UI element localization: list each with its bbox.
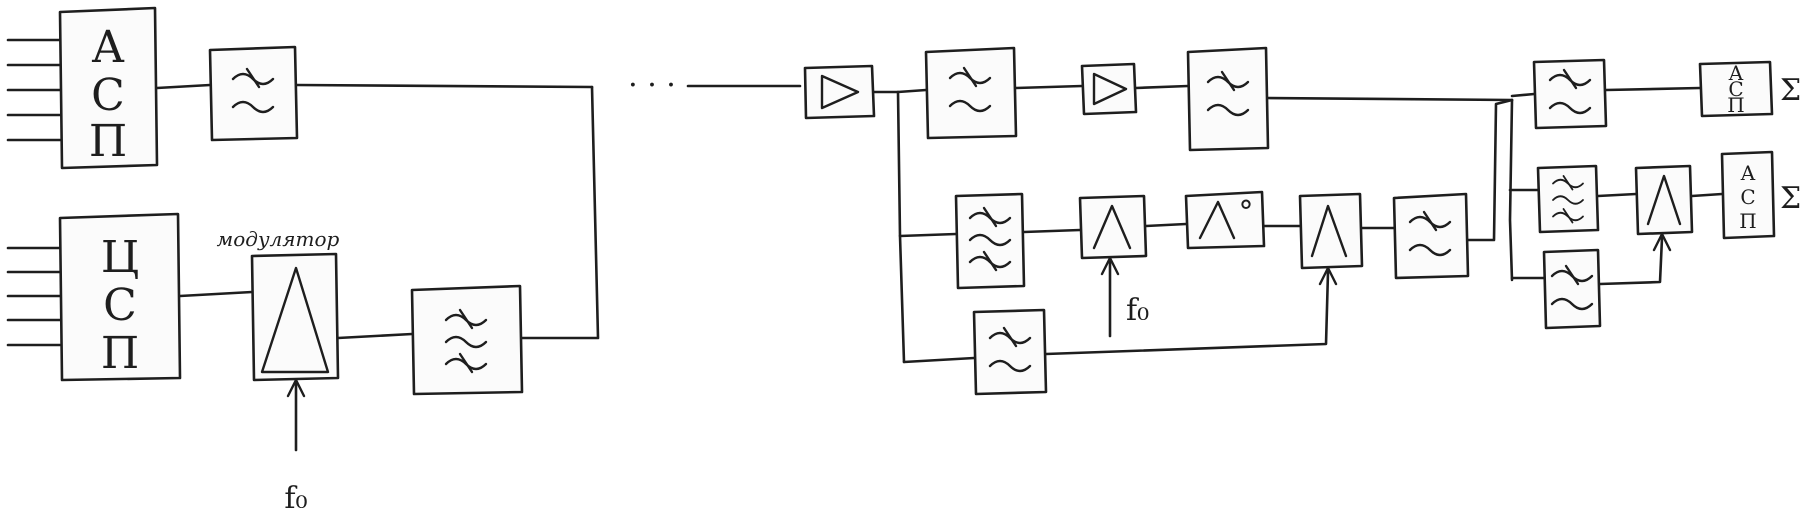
sum-1-label: Σ [1780, 73, 1801, 108]
filter-bottom-left [410, 284, 524, 396]
adc1-letter-3: П [1727, 93, 1744, 117]
wire-filter-amp2 [1014, 84, 1084, 90]
adc2-letter-3: П [1739, 209, 1756, 233]
adc2-letter-2: С [1740, 185, 1755, 209]
filter-right-mid [1536, 164, 1600, 234]
modulator-label: модулятор [217, 227, 340, 251]
ellipsis-label: · · · [628, 68, 676, 103]
arrow-f0-left [286, 378, 306, 398]
wire-merge-top [1510, 92, 1536, 98]
mult-power-label: ° [1239, 195, 1254, 230]
dac-bottom-block: Ц С П [58, 212, 182, 382]
wire-split-mid [898, 232, 958, 238]
filter-mid-top-2 [1186, 46, 1270, 152]
wire-mult1-mult2 [1144, 222, 1188, 228]
dac-top-letter-3: П [89, 116, 127, 167]
filter-right-top [1532, 58, 1608, 130]
wire-mult4-adc2 [1690, 192, 1724, 198]
adc1-letter-2: С [1728, 77, 1743, 101]
wire-main-bus [295, 83, 594, 89]
dac-bottom-inputs [6, 246, 62, 347]
filter-top-left [208, 45, 299, 142]
amplifier-input [803, 64, 876, 120]
filter-mid-branch [954, 192, 1026, 290]
dac-bottom-letter-2: С [103, 280, 137, 331]
wire-filter-adc1 [1604, 86, 1702, 92]
multiplier-4 [1634, 164, 1694, 236]
wire-top-to-merge [1266, 96, 1514, 102]
wire-mod-filter [336, 332, 414, 340]
dac-top-block: А С П [58, 6, 159, 170]
wire-filter-to-bus [520, 85, 600, 340]
adc-out-2: А С П [1720, 150, 1776, 240]
filter-mid-branch-2 [1392, 192, 1470, 280]
wire-filter-mult4 [1596, 192, 1638, 198]
arrow-to-mult3 [1318, 266, 1338, 286]
filter-right-bottom [1542, 248, 1602, 330]
wire-to-mult1 [1022, 228, 1082, 234]
wire-dac-bottom-mod [178, 290, 254, 298]
dac-bottom-letter-3: П [101, 328, 139, 379]
arrow-f0-mid [1100, 256, 1120, 276]
filter-mid-bottom [972, 308, 1048, 396]
wire-amp2-filter [1134, 84, 1190, 90]
dac-bottom-letter-1: Ц [101, 232, 139, 283]
multiplier-1 [1078, 194, 1148, 260]
wire-split-bottom [902, 356, 976, 364]
adc2-letter-1: А [1740, 161, 1755, 185]
wire-bottom-to-mult4 [1598, 236, 1664, 286]
dac-top-inputs [6, 38, 62, 142]
adc1-letter-1: А [1728, 61, 1743, 85]
modulator-triangle [260, 266, 330, 374]
wire-split-vertical [896, 90, 906, 364]
dac-top-letter-1: А [91, 22, 124, 73]
wire-merge-vertical [1508, 98, 1514, 282]
wire-split-top [896, 88, 928, 94]
wire-mid-to-merge [1466, 98, 1514, 242]
amplifier-mid [1080, 62, 1138, 116]
sum-2-label: Σ [1780, 181, 1801, 216]
wire-dac-top-filter [155, 83, 212, 90]
multiplier-3 [1298, 192, 1364, 270]
modulator-block [250, 252, 340, 382]
multiplier-2: ° [1184, 190, 1266, 250]
filter-mid-top [924, 46, 1018, 140]
adc-out-1: А С П [1698, 60, 1774, 118]
f0-left-label: f₀ [284, 481, 307, 516]
dac-top-letter-2: С [91, 70, 125, 121]
arrow-to-mult4 [1652, 232, 1672, 252]
f0-mid-label: f₀ [1126, 293, 1149, 328]
wire-bottom-to-mult3 [1044, 270, 1330, 356]
